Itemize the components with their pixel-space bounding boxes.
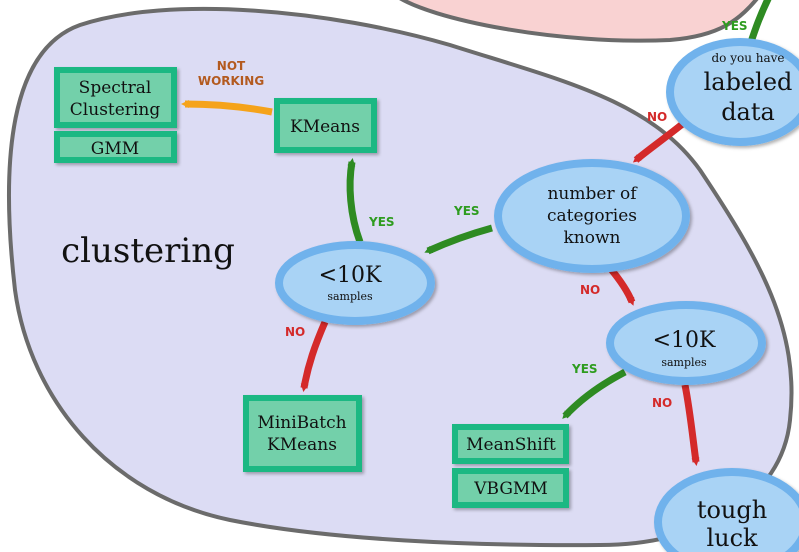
node-tough-luck[interactable]: tough luck bbox=[654, 468, 799, 552]
edge-label-yes-to-samples-left: YES bbox=[453, 204, 480, 218]
edge-label-yes-to-meanshift: YES bbox=[571, 362, 598, 376]
box-gmm-label: GMM bbox=[91, 139, 139, 159]
node-samples-right-line1: <10K bbox=[653, 328, 716, 353]
node-labeled-data-line1: do you have bbox=[711, 51, 784, 65]
box-meanshift[interactable]: MeanShift bbox=[452, 424, 569, 464]
box-spectral-clustering-line2: Clustering bbox=[70, 100, 161, 120]
node-categories-known-line2: categories bbox=[547, 206, 637, 226]
node-labeled-data-line3: data bbox=[721, 98, 775, 126]
node-tough-luck-line1: tough bbox=[697, 496, 767, 524]
edge-label-no-to-samples-right: NO bbox=[580, 283, 600, 297]
node-categories-known[interactable]: number of categories known bbox=[494, 159, 690, 273]
node-samples-left[interactable]: <10K samples bbox=[275, 241, 435, 325]
node-samples-right-line2: samples bbox=[661, 356, 707, 369]
box-minibatch-kmeans-line2: KMeans bbox=[267, 435, 337, 455]
box-spectral-clustering-line1: Spectral bbox=[79, 78, 152, 98]
arrow-no-to-categories bbox=[632, 119, 688, 163]
arrow-not-working bbox=[181, 100, 273, 116]
edge-label-no-to-minibatch: NO bbox=[285, 325, 305, 339]
box-vbgmm-label: VBGMM bbox=[473, 479, 547, 499]
box-kmeans-label: KMeans bbox=[290, 117, 360, 137]
arrow-no-to-minibatch bbox=[300, 320, 329, 392]
node-labeled-data[interactable]: do you have labeled data bbox=[666, 38, 799, 146]
node-tough-luck-line2: luck bbox=[706, 524, 758, 552]
arrow-yes-to-kmeans bbox=[346, 158, 364, 244]
region-label: clustering bbox=[61, 231, 235, 271]
box-minibatch-kmeans-line1: MiniBatch bbox=[257, 413, 346, 433]
edge-label-yes-top: YES bbox=[721, 19, 748, 33]
node-categories-known-line1: number of bbox=[547, 184, 638, 204]
arrow-yes-to-meanshift bbox=[562, 368, 627, 419]
node-labeled-data-line2: labeled bbox=[704, 68, 793, 96]
edge-label-not-working-2: WORKING bbox=[198, 74, 264, 88]
edge-label-yes-to-kmeans: YES bbox=[368, 215, 395, 229]
node-samples-left-line2: samples bbox=[327, 290, 373, 303]
edge-label-not-working-1: NOT bbox=[217, 59, 246, 73]
node-categories-known-line3: known bbox=[564, 228, 621, 248]
box-vbgmm[interactable]: VBGMM bbox=[452, 468, 569, 508]
box-spectral-clustering[interactable]: Spectral Clustering bbox=[54, 67, 177, 128]
node-samples-right[interactable]: <10K samples bbox=[606, 301, 766, 385]
box-kmeans[interactable]: KMeans bbox=[274, 98, 377, 153]
node-samples-left-line1: <10K bbox=[319, 263, 382, 288]
edge-label-no-to-tough-luck: NO bbox=[652, 396, 672, 410]
box-meanshift-label: MeanShift bbox=[466, 435, 556, 455]
top-region bbox=[399, 0, 759, 43]
arrow-no-to-tough-luck bbox=[681, 384, 700, 466]
arrow-yes-to-samples-left bbox=[424, 224, 493, 255]
arrow-yes-up bbox=[746, 0, 772, 49]
box-gmm[interactable]: GMM bbox=[54, 131, 177, 163]
box-minibatch-kmeans[interactable]: MiniBatch KMeans bbox=[243, 395, 362, 472]
edge-label-no-to-categories: NO bbox=[647, 110, 667, 124]
